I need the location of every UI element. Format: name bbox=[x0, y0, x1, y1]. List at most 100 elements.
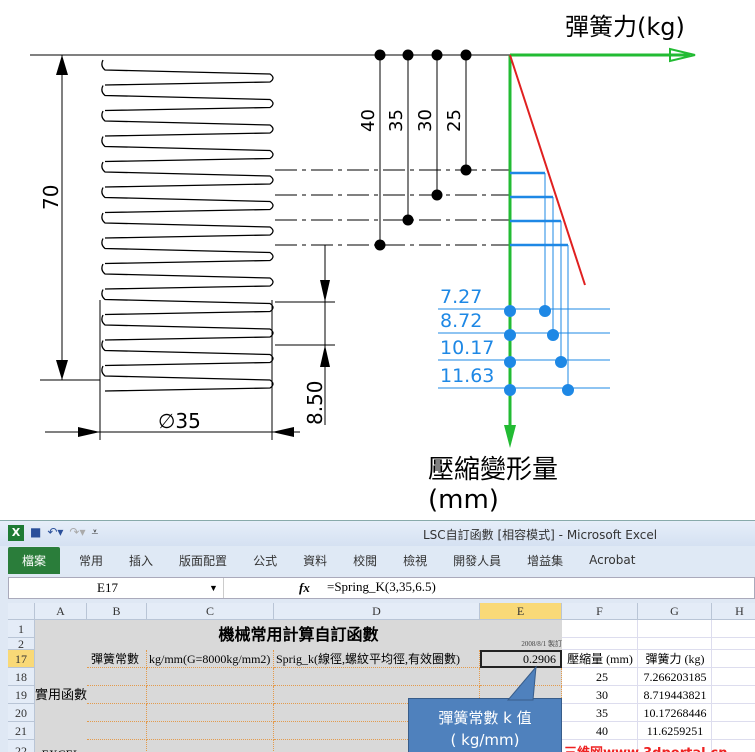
column-header[interactable]: F bbox=[562, 603, 638, 620]
compression-point bbox=[402, 49, 414, 61]
cell-compression[interactable]: 40 bbox=[596, 724, 608, 738]
cell-force[interactable]: 7.266203185 bbox=[643, 670, 707, 684]
deformation-axis-label: 壓縮變形量 bbox=[428, 455, 558, 485]
compression-point bbox=[460, 164, 472, 176]
compression-label: 35 bbox=[386, 109, 407, 132]
row-header[interactable]: 1 bbox=[8, 620, 35, 638]
empty-cell[interactable] bbox=[87, 722, 147, 740]
ribbon-tab[interactable]: 檢視 bbox=[403, 553, 428, 568]
row-header[interactable]: 20 bbox=[8, 704, 35, 722]
column-header[interactable]: H bbox=[712, 603, 755, 620]
arrow-down-icon bbox=[504, 425, 516, 448]
deformation-point bbox=[504, 329, 516, 341]
coil-turn bbox=[101, 289, 274, 316]
name-box[interactable]: E17 ▼ bbox=[9, 578, 224, 598]
name-box-value: E17 bbox=[97, 580, 118, 595]
compression-point bbox=[431, 49, 443, 61]
cell-force[interactable]: 10.17268446 bbox=[643, 706, 707, 720]
ribbon-tab[interactable]: 檔案 bbox=[8, 546, 61, 574]
pitch-label: 8.50 bbox=[303, 380, 327, 425]
callout-line-2: ( kg/mm) bbox=[450, 731, 520, 749]
deformation-point bbox=[504, 305, 516, 317]
empty-cell[interactable] bbox=[87, 668, 147, 686]
gridline bbox=[562, 739, 755, 740]
column-header[interactable]: G bbox=[638, 603, 712, 620]
row-header[interactable]: 21 bbox=[8, 722, 35, 740]
arrow-up-icon bbox=[320, 345, 330, 367]
coil-turn bbox=[101, 161, 274, 188]
save-icon[interactable]: ■ bbox=[30, 525, 42, 539]
formula-bar: E17 ▼ fx =Spring_K(3,35,6.5) bbox=[8, 577, 755, 599]
empty-cell[interactable] bbox=[87, 704, 147, 722]
coil-turn bbox=[101, 212, 274, 239]
compression-point bbox=[402, 214, 414, 226]
arrow-down-icon bbox=[320, 280, 330, 302]
empty-cell[interactable] bbox=[87, 740, 147, 752]
select-all-corner[interactable] bbox=[8, 603, 35, 620]
fx-icon[interactable]: fx bbox=[299, 580, 310, 595]
chevron-down-icon[interactable]: ▼ bbox=[209, 583, 218, 593]
coil-turn bbox=[101, 238, 274, 265]
title-bar: X ■ ↶▾ ↷▾ ⩡ LSC自訂函數 [相容模式] - Microsoft E… bbox=[0, 521, 755, 546]
column-header[interactable]: B bbox=[87, 603, 147, 620]
compression-point bbox=[460, 49, 472, 61]
customize-qat-icon[interactable]: ⩡ bbox=[91, 525, 99, 539]
header-compression[interactable]: 壓縮量 (mm) bbox=[567, 652, 633, 666]
empty-cell[interactable] bbox=[147, 686, 274, 704]
empty-cell[interactable] bbox=[147, 668, 274, 686]
empty-cell[interactable] bbox=[87, 686, 147, 704]
empty-cell[interactable] bbox=[274, 668, 480, 686]
row-header[interactable]: 18 bbox=[8, 668, 35, 686]
compression-label: 25 bbox=[444, 109, 465, 132]
ribbon-tab[interactable]: 校閱 bbox=[353, 553, 378, 568]
empty-cell[interactable] bbox=[274, 686, 480, 704]
empty-cell[interactable] bbox=[147, 722, 274, 740]
row-header[interactable]: 22 bbox=[8, 740, 35, 752]
cell-e17-selected[interactable]: 0.2906 bbox=[480, 650, 562, 668]
excel-icon: X bbox=[8, 525, 24, 541]
gridline bbox=[711, 620, 712, 752]
ribbon-tab[interactable]: 開發人員 bbox=[453, 553, 502, 568]
cell-compression[interactable]: 25 bbox=[596, 670, 608, 684]
ribbon-tab[interactable]: 常用 bbox=[79, 553, 104, 568]
group-label-2: EXCEL bbox=[35, 747, 87, 752]
cell-d17[interactable]: Sprig_k(線徑,螺紋平均徑,有效圈數) bbox=[274, 650, 480, 668]
coil-turn bbox=[101, 340, 274, 367]
cell-b17[interactable]: 彈簧常數 bbox=[87, 650, 147, 668]
cell-c17[interactable]: kg/mm(G=8000kg/mm2) bbox=[147, 650, 274, 668]
callout-pointer bbox=[506, 665, 537, 701]
redo-icon[interactable]: ↷▾ bbox=[69, 525, 86, 539]
row-header[interactable]: 17 bbox=[8, 650, 35, 668]
column-header[interactable]: E bbox=[480, 603, 562, 620]
header-force[interactable]: 彈簧力 (kg) bbox=[645, 652, 705, 666]
force-line bbox=[509, 54, 586, 286]
empty-cell[interactable] bbox=[147, 740, 274, 752]
coil-turn bbox=[101, 365, 274, 392]
column-header[interactable]: A bbox=[35, 603, 87, 620]
ribbon-tab[interactable]: 公式 bbox=[253, 553, 278, 568]
gridline bbox=[562, 637, 755, 638]
arrow-right-icon bbox=[669, 47, 696, 63]
undo-icon[interactable]: ↶▾ bbox=[47, 525, 64, 539]
ribbon-tab[interactable]: 插入 bbox=[129, 553, 154, 568]
row-header[interactable]: 19 bbox=[8, 686, 35, 704]
cell-force[interactable]: 11.6259251 bbox=[646, 724, 704, 738]
formula-input[interactable]: =Spring_K(3,35,6.5) bbox=[327, 579, 436, 594]
ribbon-tab[interactable]: 版面配置 bbox=[179, 553, 228, 568]
column-header[interactable]: C bbox=[147, 603, 274, 620]
arrow-left-icon bbox=[272, 427, 294, 437]
ribbon-tab[interactable]: 增益集 bbox=[527, 553, 564, 568]
row-header[interactable]: 2 bbox=[8, 638, 35, 650]
ribbon-tab[interactable]: Acrobat bbox=[589, 553, 636, 567]
compression-point bbox=[374, 49, 386, 61]
cell-compression[interactable]: 35 bbox=[596, 706, 608, 720]
deformation-point bbox=[562, 384, 574, 396]
deformation-point bbox=[504, 356, 516, 368]
cell-force[interactable]: 8.719443821 bbox=[643, 688, 707, 702]
ribbon-tab[interactable]: 資料 bbox=[303, 553, 328, 568]
coil-turn bbox=[101, 59, 274, 86]
cell-compression[interactable]: 30 bbox=[596, 688, 608, 702]
empty-cell[interactable] bbox=[147, 704, 274, 722]
column-header[interactable]: D bbox=[274, 603, 480, 620]
